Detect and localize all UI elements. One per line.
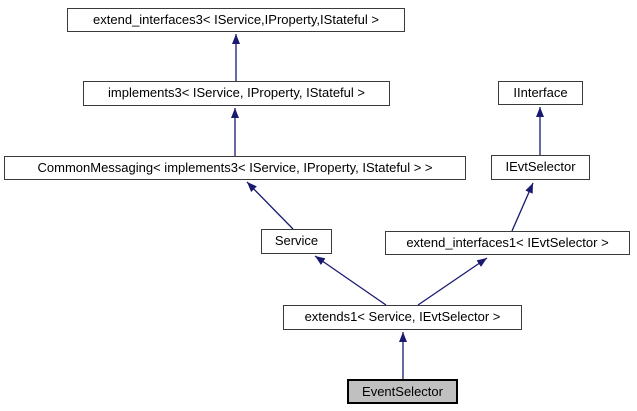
node-extends1[interactable]: extends1< Service, IEvtSelector > [283,305,522,330]
node-eventselector: EventSelector [347,379,458,404]
node-extend-interfaces1[interactable]: extend_interfaces1< IEvtSelector > [385,231,630,255]
edge-extend-interfaces1-to-ievtselector [511,182,534,232]
edge-extends1-to-service [314,255,387,306]
node-implements3[interactable]: implements3< IService, IProperty, IState… [83,81,390,106]
edge-service-to-commonmessaging [246,181,294,230]
node-ievtselector[interactable]: IEvtSelector [491,155,590,180]
node-commonmessaging[interactable]: CommonMessaging< implements3< IService, … [4,156,466,180]
node-iinterface[interactable]: IInterface [498,81,583,105]
edge-extends1-to-extend-interfaces1 [417,257,488,306]
node-service[interactable]: Service [261,229,332,254]
node-extend-interfaces3[interactable]: extend_interfaces3< IService,IProperty,I… [67,8,405,32]
